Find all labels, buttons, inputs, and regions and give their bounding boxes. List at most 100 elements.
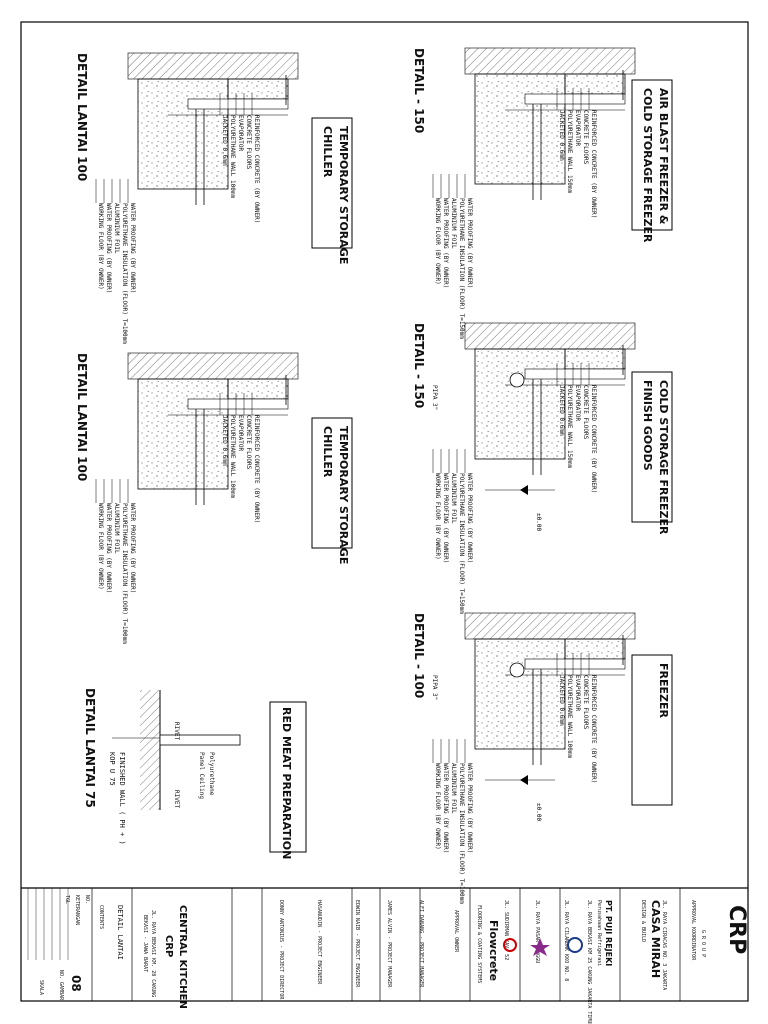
detail-title: COLD STORAGE FREEZER [657,380,670,535]
layer-label: POLYURETHANE WALL 100mm [229,415,236,498]
brand-logo-icon [503,938,517,952]
pipe-icon [509,372,525,388]
project-address: JL. RAYA BEKASI KM. 28 CAKUNG [150,910,156,997]
soil-hatch [464,322,636,350]
company-logo-text: CRP [724,905,749,954]
detail-title-box [311,117,353,249]
layer-label: ALUMINIUM FOIL [113,203,120,254]
layer-label: EVAPORATOR [574,385,581,422]
layer-label: CONCRETE FLOORS [582,675,589,730]
revision-label: TGL [64,895,70,904]
layer-label: POLYURETHANE WALL 100mm [229,115,236,198]
panel-label: Polyurethane [208,752,215,796]
layer-label: WATER PROOFING (BY OWNER) [466,473,473,563]
layer-label: REINFORCED CONCRETE (BY OWNER) [590,110,597,218]
brand-line: JL. RAYA PASAR MINGGU [534,900,540,963]
drawing-title: DETAIL LANTAI [116,905,124,960]
level-label: ±0.00 [535,803,542,821]
detail-heading: DETAIL - 150 [412,323,426,408]
revision-label: NO. [84,895,90,904]
detail-heading: DETAIL LANTAI 100 [75,53,89,181]
signatory: DONNY ANTONIUS - PROJECT DIRECTOR [278,900,284,1000]
concrete-floor [227,378,289,400]
brand-logo-icon [567,937,583,953]
signatory: ALFI DANANG - PROJECT MANAGER [418,900,424,988]
layer-label: WATER PROOFING (BY OWNER) [442,198,449,288]
concrete-slab [474,638,566,750]
detail-title-box [631,654,673,806]
approval-coordinator: APPROVAL KOORDINATOR [690,900,696,961]
brand-flowcrete: Flowcrete [487,920,500,981]
revision-label: KETERANGAN [74,895,80,925]
insulation-layer [524,93,626,105]
rivet-label: RIVET [173,722,180,740]
layer-label: REINFORCED CONCRETE (BY OWNER) [253,415,260,523]
pipe-label: PIPA 3" [431,675,438,700]
layer-label: JACKETED 0.6mm [558,110,565,161]
layer-label: WATER PROOFING (BY OWNER) [442,763,449,853]
brand-casamirah-sub: DESIGN & BUILD [640,900,646,942]
layer-label: EVAPORATOR [237,415,244,452]
layer-label: JACKETED 0.6mm [558,675,565,726]
concrete-floor [227,78,289,100]
project-address: BEKASI - JAWA BARAT [142,915,148,972]
concrete-slab [474,73,566,185]
layer-label: WATER PROOFING (BY OWNER) [442,473,449,563]
layer-label: WATER PROOFING (BY OWNER) [466,763,473,853]
brand-line: JL. RAYA CILANDAK KKO NO. 8 [563,900,569,981]
layer-label: WATER PROOFING (BY OWNER) [466,198,473,288]
detail-title-box [631,79,673,231]
soil-hatch [464,612,636,640]
rivet-label: RIVET [173,790,180,808]
concrete-slab [137,378,229,490]
signatory: EDWIN NAIB - PROJECT ENGINEER [354,900,360,988]
wall-hatch [140,690,160,810]
ceiling-panel [159,734,241,746]
brand-line: JL. RAYA BEKASI KM 25 CAKUNG JAKARTA TIM… [586,900,592,1024]
brand-line: JL. SUDIRMAN KAV. 52 [503,900,509,960]
concrete-slab [474,348,566,460]
layer-label: POLYURETHANE INSULATION (FLOOR) T=100mm [121,503,128,644]
layer-label: POLYURETHANE INSULATION (FLOOR) T=150mm [458,198,465,339]
company-group: G R O U P [700,930,706,957]
soil-hatch [464,47,636,75]
detail-title: FREEZER [657,663,670,719]
layer-label: WATER PROOFING (BY OWNER) [129,203,136,293]
soil-hatch [127,52,299,80]
pipe-label: PIPA 3" [431,385,438,410]
layer-label: ALUMINIUM FOIL [450,763,457,814]
layer-label: POLYURETHANE WALL 150mm [566,385,573,468]
insulation-layer [187,398,289,410]
layer-label: WORKING FLOOR (BY OWNER) [434,763,441,850]
brand-flowcrete-sub: FLOORING & COATING SYSTEMS [476,905,482,983]
layer-label: POLYURETHANE INSULATION (FLOOR) T=150mm [458,473,465,614]
floor-label: FINISHED WALL ( PH + ) [118,752,126,845]
panel-label: Panel Ceiling [198,752,205,799]
brand-line: JL. RAYA CIRACAS NO. 3 JAKARTA [661,900,667,990]
scale-label: SKALA [38,980,44,995]
brand-pujirejeki-sub: Perusahaan Refrigerasi [596,900,602,966]
detail-title: CHILLER [321,426,334,478]
kop-label: KOP U 75 [108,752,116,786]
detail-title: CHILLER [321,126,334,178]
red-meat-title: RED MEAT PREPARATION [280,707,293,859]
detail-title: FINISH GOODS [641,380,654,471]
insulation-layer [187,98,289,110]
layer-label: ALUMINIUM FOIL [113,503,120,554]
layer-label: EVAPORATOR [237,115,244,152]
insulation-layer [524,368,626,380]
layer-label: POLYURETHANE INSULATION (FLOOR) T=100mm [458,763,465,904]
layer-label: REINFORCED CONCRETE (BY OWNER) [590,675,597,783]
pipe-icon [509,662,525,678]
project-code: CRP [163,935,174,957]
layer-label: ALUMINIUM FOIL [450,198,457,249]
sheet-border [20,21,749,1002]
concrete-floor [564,638,626,660]
project-name: CENTRAL KITCHEN [177,905,188,1009]
layer-label: WATER PROOFING (BY OWNER) [105,203,112,293]
red-meat-heading: DETAIL LANTAI 75 [83,688,97,808]
signatory: HASANUDIN - PROJECT ENGINEER [316,900,322,985]
